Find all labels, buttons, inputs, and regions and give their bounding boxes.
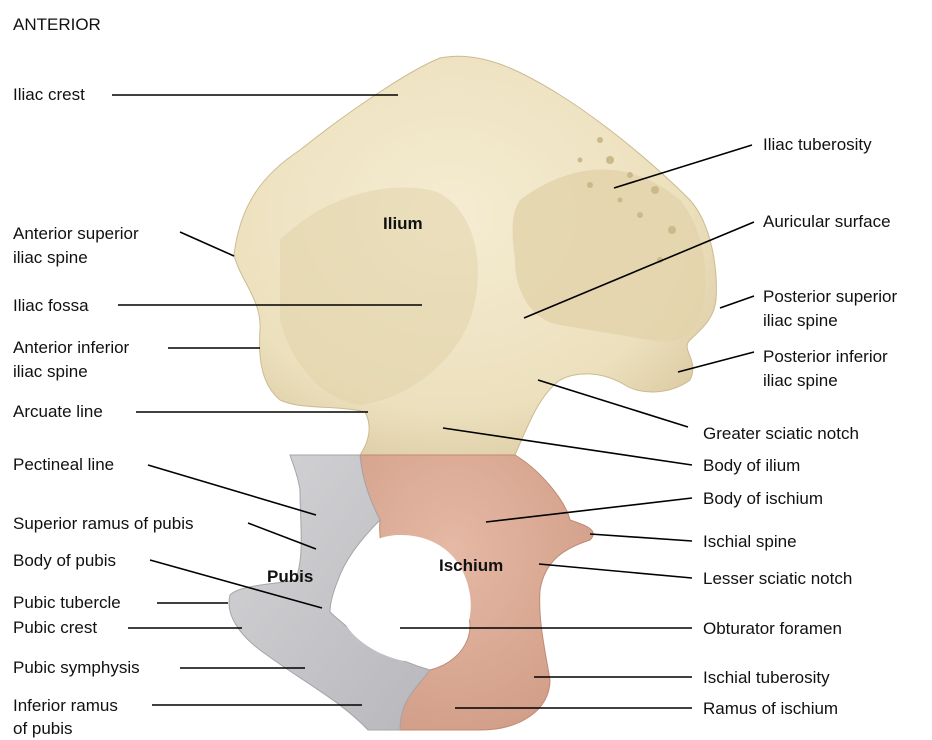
region-pubis: Pubis [267,567,313,587]
label-iliac-crest: Iliac crest [13,84,85,105]
label-pectineal-line: Pectineal line [13,454,114,475]
label-arcuate-line: Arcuate line [13,401,103,422]
label-pubic-tubercle: Pubic tubercle [13,592,121,613]
label-piis-line1: Posterior inferior [763,346,888,367]
label-pubic-crest: Pubic crest [13,617,97,638]
label-iliac-tuberosity: Iliac tuberosity [763,134,872,155]
label-inferior-ramus-line1: Inferior ramus [13,695,118,716]
label-obturator-foramen: Obturator foramen [703,618,842,639]
label-aiis-line2: iliac spine [13,361,88,382]
label-superior-ramus-pubis: Superior ramus of pubis [13,513,193,534]
label-body-of-ilium: Body of ilium [703,455,800,476]
label-psis-line2: iliac spine [763,310,838,331]
label-inferior-ramus-line2: of pubis [13,718,73,739]
label-pubic-symphysis: Pubic symphysis [13,657,140,678]
label-body-of-pubis: Body of pubis [13,550,116,571]
label-psis-line1: Posterior superior [763,286,897,307]
label-iliac-fossa: Iliac fossa [13,295,89,316]
label-asis-line1: Anterior superior [13,223,139,244]
label-ramus-of-ischium: Ramus of ischium [703,698,838,719]
label-piis-line2: iliac spine [763,370,838,391]
label-asis-line2: iliac spine [13,247,88,268]
region-ilium: Ilium [383,214,423,234]
label-lesser-sciatic-notch: Lesser sciatic notch [703,568,852,589]
label-greater-sciatic-notch: Greater sciatic notch [703,423,859,444]
view-heading: ANTERIOR [13,14,101,35]
label-ischial-tuberosity: Ischial tuberosity [703,667,830,688]
region-ischium: Ischium [439,556,503,576]
label-body-of-ischium: Body of ischium [703,488,823,509]
label-aiis-line1: Anterior inferior [13,337,129,358]
label-ischial-spine: Ischial spine [703,531,797,552]
label-auricular-surface: Auricular surface [763,211,891,232]
